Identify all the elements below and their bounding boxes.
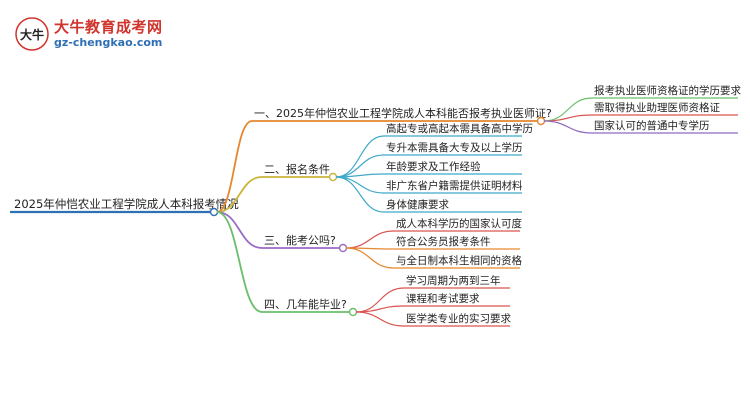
leaf-connector-2-4 — [335, 176, 385, 194]
site-url: gz-chengkao.com — [54, 36, 163, 49]
leaf-label-2-4: 非广东省户籍需提供证明材料 — [386, 179, 523, 192]
leaf-label-3-3: 与全日制本科生相同的资格 — [396, 254, 522, 267]
leaf-connector-2-5 — [335, 176, 385, 213]
leaf-label-3-1: 成人本科学历的国家认可度 — [396, 217, 522, 230]
branch-connector-4 — [216, 211, 263, 313]
leaf-label-3-2: 符合公务员报考条件 — [396, 235, 491, 248]
leaf-connector-4-3 — [355, 311, 405, 327]
branch-dot-4 — [348, 307, 358, 317]
root-node-dot — [209, 207, 219, 217]
leaf-label-1-2: 需取得执业助理医师资格证 — [594, 101, 720, 114]
branch-label-4: 四、几年能毕业? — [264, 297, 347, 311]
root-node-label: 2025年仲恺农业工程学院成人本科报考情况 — [14, 197, 239, 211]
branch-label-1: 一、2025年仲恺农业工程学院成人本科能否报考执业医师证? — [254, 106, 552, 120]
leaf-label-1-3: 国家认可的普通中专学历 — [594, 119, 710, 132]
site-name: 大牛教育成考网 — [54, 18, 163, 36]
branch-connector-3 — [216, 211, 263, 249]
branch-connector-1 — [216, 120, 253, 213]
leaf-label-2-5: 身体健康要求 — [386, 198, 449, 211]
leaf-connector-3-3 — [345, 247, 395, 269]
leaf-label-2-3: 年龄要求及工作经验 — [386, 160, 481, 173]
leaf-label-1-1: 报考执业医师资格证的学历要求 — [594, 84, 741, 97]
branch-connector-2 — [216, 176, 263, 213]
leaf-connector-3-1 — [345, 230, 395, 249]
logo-glyph: 大牛 — [20, 27, 44, 42]
leaf-connector-1-3 — [543, 120, 593, 134]
branch-dot-1 — [536, 116, 546, 126]
leaf-connector-2-1 — [335, 135, 385, 178]
leaf-label-4-1: 学习周期为两到三年 — [406, 274, 501, 287]
leaf-label-4-3: 医学类专业的实习要求 — [406, 312, 511, 325]
logo-mark-icon: 大牛 — [15, 17, 49, 51]
leaf-label-2-1: 高起专或高起本需具备高中学历 — [386, 122, 533, 135]
branch-label-3: 三、能考公吗? — [264, 233, 336, 247]
branch-dot-2 — [328, 172, 338, 182]
leaf-label-2-2: 专升本需具备大专及以上学历 — [386, 141, 523, 154]
branch-label-2: 二、报名条件 — [264, 162, 330, 176]
leaf-label-4-2: 课程和考试要求 — [406, 293, 480, 305]
branch-dot-3 — [338, 243, 348, 253]
site-logo[interactable]: 大牛 大牛教育成考网 gz-chengkao.com — [14, 14, 174, 54]
